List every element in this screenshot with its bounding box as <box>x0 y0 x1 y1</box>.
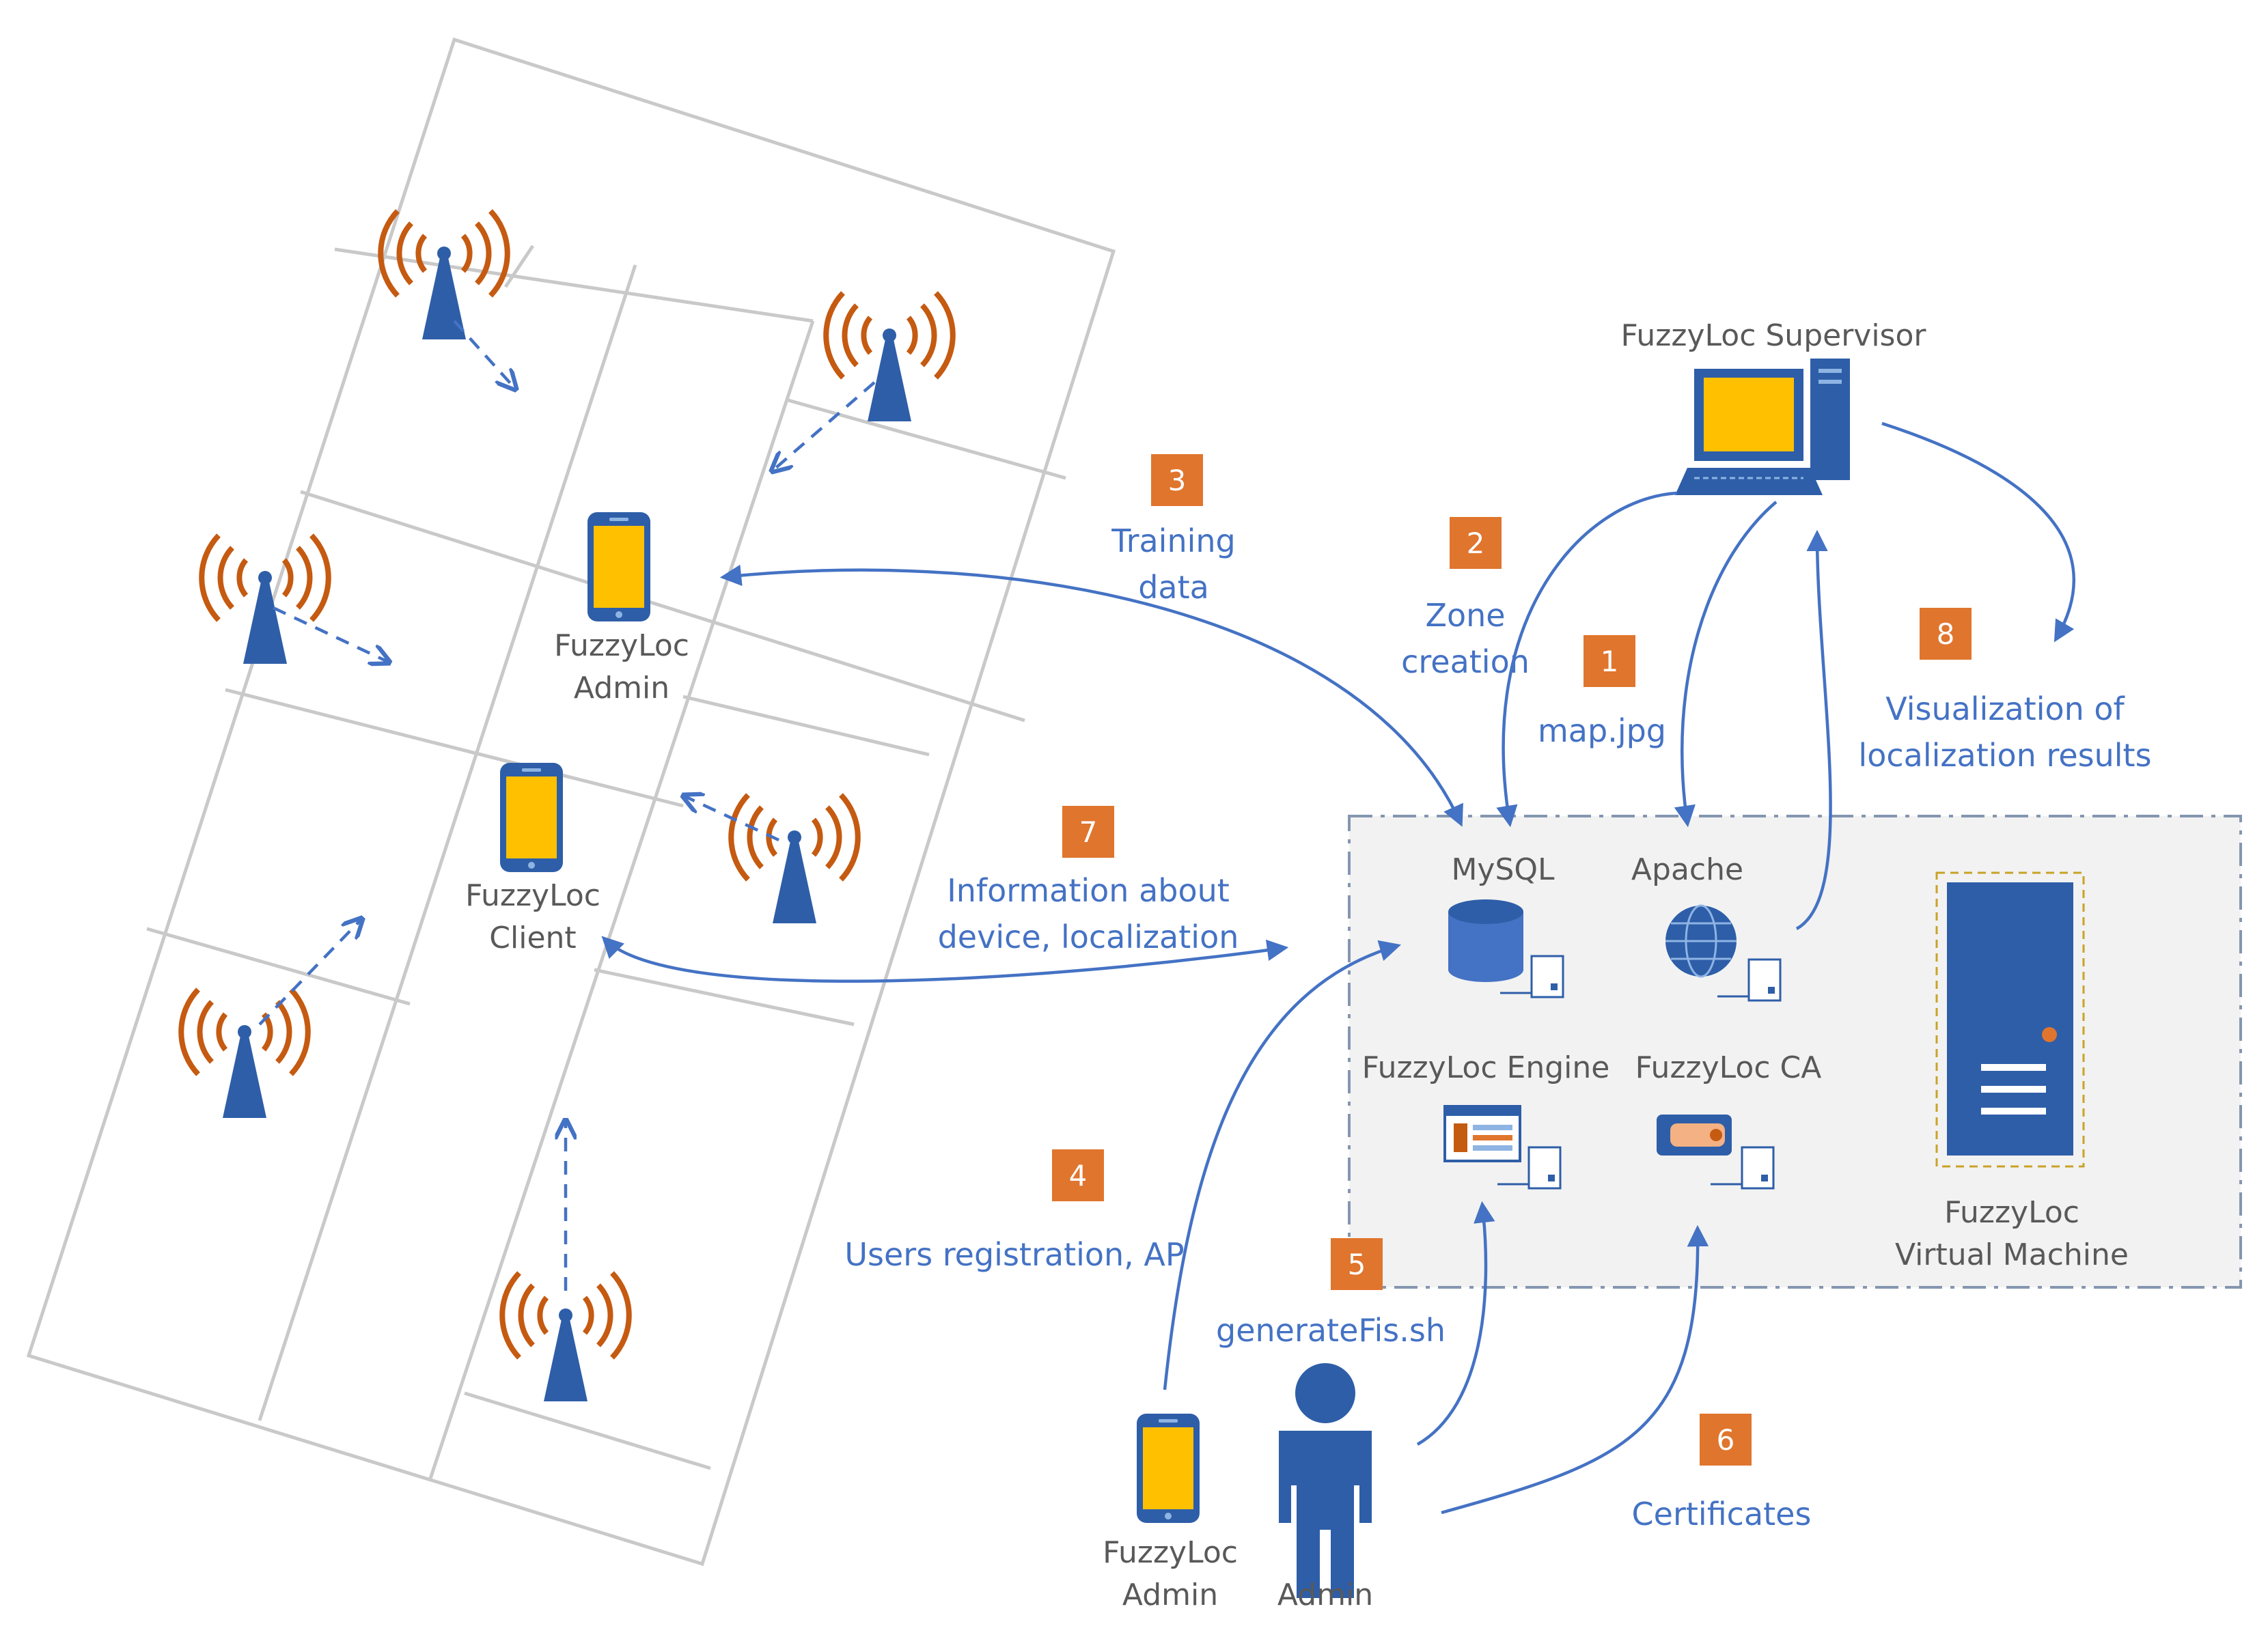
mysql-label: MySQL <box>1451 852 1555 887</box>
bottom-admin-label-line2: Admin <box>1122 1578 1218 1612</box>
desktop-computer-icon <box>1675 359 1850 495</box>
wifi-access-point-icon <box>381 211 508 339</box>
map-admin-label-line1: FuzzyLoc <box>554 628 689 663</box>
wifi-access-point-icon <box>181 990 308 1118</box>
step-1: 1 map.jpg <box>1538 635 1666 749</box>
smartphone-icon <box>1137 1414 1200 1523</box>
wifi-access-point-icon <box>502 1273 629 1401</box>
signal-arrow <box>273 606 389 662</box>
step-8: 8 Visualization of localization results <box>1858 608 2152 774</box>
step-4-label: Users registration, AP <box>844 1236 1184 1273</box>
step-4: 4 Users registration, AP <box>844 1149 1185 1273</box>
floor-plan-walls <box>26 37 1116 1567</box>
application-window-icon <box>1443 1105 1562 1190</box>
step-2: 2 Zone creation <box>1401 517 1530 680</box>
step-2-label-line2: creation <box>1401 643 1530 680</box>
step-8-label-line2: localization results <box>1858 737 2151 774</box>
apache-label: Apache <box>1631 852 1743 887</box>
certificates-arrow <box>1441 1224 1709 1515</box>
smartphone-icon <box>587 512 650 621</box>
step-2-badge-number: 2 <box>1467 527 1485 560</box>
map-admin-label-line2: Admin <box>574 671 669 705</box>
step-6-badge-number: 6 <box>1717 1423 1735 1457</box>
step-1-badge-number: 1 <box>1601 645 1619 678</box>
ca-label: FuzzyLoc CA <box>1635 1050 1822 1085</box>
client-info-arrow <box>601 936 1289 983</box>
virtual-machine-box: MySQL Apache FuzzyLoc Engine <box>1348 815 2242 1289</box>
supervisor: FuzzyLoc Supervisor <box>1621 318 1927 495</box>
step-3: 3 Training data <box>1111 454 1236 606</box>
step-6: 6 Certificates <box>1632 1414 1812 1532</box>
smartphone-icon <box>500 763 563 872</box>
supervisor-label: FuzzyLoc Supervisor <box>1621 318 1927 353</box>
zone-creation-arrow <box>1674 501 1778 828</box>
step-5: 5 generateFis.sh <box>1216 1238 1446 1349</box>
database-icon <box>1448 899 1564 998</box>
floor-plan: FuzzyLoc Admin FuzzyLoc Client <box>26 37 1116 1567</box>
step-7-label-line1: Information about <box>947 872 1230 909</box>
visualization-arrow <box>1881 421 2075 643</box>
flow-arrows <box>601 421 2075 1515</box>
step-8-badge-number: 8 <box>1937 617 1955 651</box>
wifi-access-point-icon <box>731 795 858 923</box>
signal-arrow <box>258 919 362 1026</box>
step-7-badge-number: 7 <box>1079 815 1098 849</box>
certificate-icon <box>1657 1115 1775 1190</box>
step-1-label: map.jpg <box>1538 712 1666 749</box>
step-7-label-line2: device, localization <box>938 919 1239 955</box>
server-tower-icon <box>1935 871 2085 1168</box>
users-registration-arrow <box>1163 940 1402 1390</box>
map-client-label-line2: Client <box>489 921 576 955</box>
admin-label: Admin <box>1277 1578 1373 1612</box>
step-3-badge-number: 3 <box>1168 464 1187 497</box>
step-5-label: generateFis.sh <box>1216 1312 1446 1349</box>
map-client-label-line1: FuzzyLoc <box>465 878 600 913</box>
map-jpg-arrow <box>1496 491 1678 828</box>
step-3-label-line1: Training <box>1111 522 1236 559</box>
engine-label: FuzzyLoc Engine <box>1362 1050 1610 1085</box>
vm-label-line1: FuzzyLoc <box>1944 1195 2079 1230</box>
step-5-badge-number: 5 <box>1348 1248 1366 1281</box>
signal-arrow <box>453 320 516 389</box>
step-8-label-line1: Visualization of <box>1885 690 2125 727</box>
wifi-access-point-icon <box>826 293 953 421</box>
training-data-arrow <box>719 564 1463 827</box>
step-4-badge-number: 4 <box>1069 1159 1088 1192</box>
wifi-access-point-icon <box>202 535 329 664</box>
step-3-label-line2: data <box>1138 569 1209 606</box>
step-2-label-line1: Zone <box>1425 597 1505 634</box>
person-icon <box>1279 1363 1372 1598</box>
vm-label-line2: Virtual Machine <box>1895 1237 2129 1272</box>
generatefis-arrow <box>1416 1201 1495 1446</box>
step-6-label: Certificates <box>1632 1496 1812 1532</box>
step-7: 7 Information about device, localization <box>938 806 1239 955</box>
globe-icon <box>1665 904 1782 1002</box>
bottom-admin-label-line1: FuzzyLoc <box>1103 1535 1238 1570</box>
apache-to-supervisor-arrow <box>1795 529 1832 930</box>
